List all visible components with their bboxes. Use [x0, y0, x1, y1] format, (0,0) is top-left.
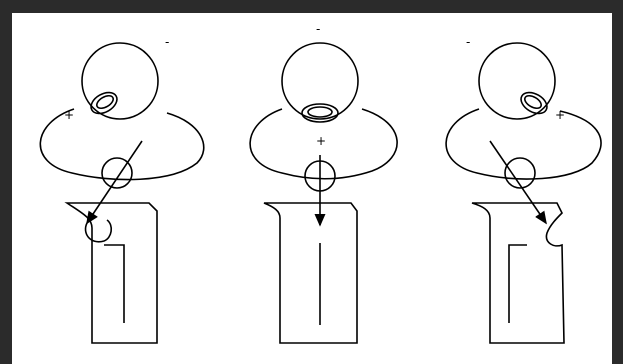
- left-eye-diagram: [40, 43, 203, 343]
- left-card-notch: [86, 220, 112, 242]
- center-arc-sign: +: [316, 134, 326, 148]
- left-arc-sign: +: [64, 108, 74, 122]
- left-card-slit: [104, 245, 124, 323]
- right-card-slit: [509, 245, 527, 323]
- diagram-svg: - + - +: [12, 13, 612, 364]
- right-eye-sign: -: [466, 35, 470, 49]
- right-eyeball: [479, 43, 555, 119]
- center-pupil-inner: [308, 107, 332, 117]
- right-eye-diagram: [446, 43, 601, 343]
- left-eye-sign: -: [165, 35, 169, 49]
- right-rotation-arc: [446, 109, 601, 179]
- left-card-body: [67, 203, 157, 343]
- right-pupil: [517, 88, 550, 118]
- center-eye-sign: -: [316, 22, 320, 36]
- right-knob: [505, 158, 535, 188]
- center-card-body: [264, 203, 357, 343]
- left-eyeball: [82, 43, 158, 119]
- left-arrow: [87, 141, 142, 223]
- center-eye-diagram: [250, 43, 397, 343]
- right-arrow: [490, 141, 546, 223]
- right-arc-sign: +: [555, 108, 565, 122]
- diagram-panel: - + - +: [12, 13, 612, 364]
- left-pupil: [87, 88, 120, 118]
- right-card-body: [472, 203, 564, 343]
